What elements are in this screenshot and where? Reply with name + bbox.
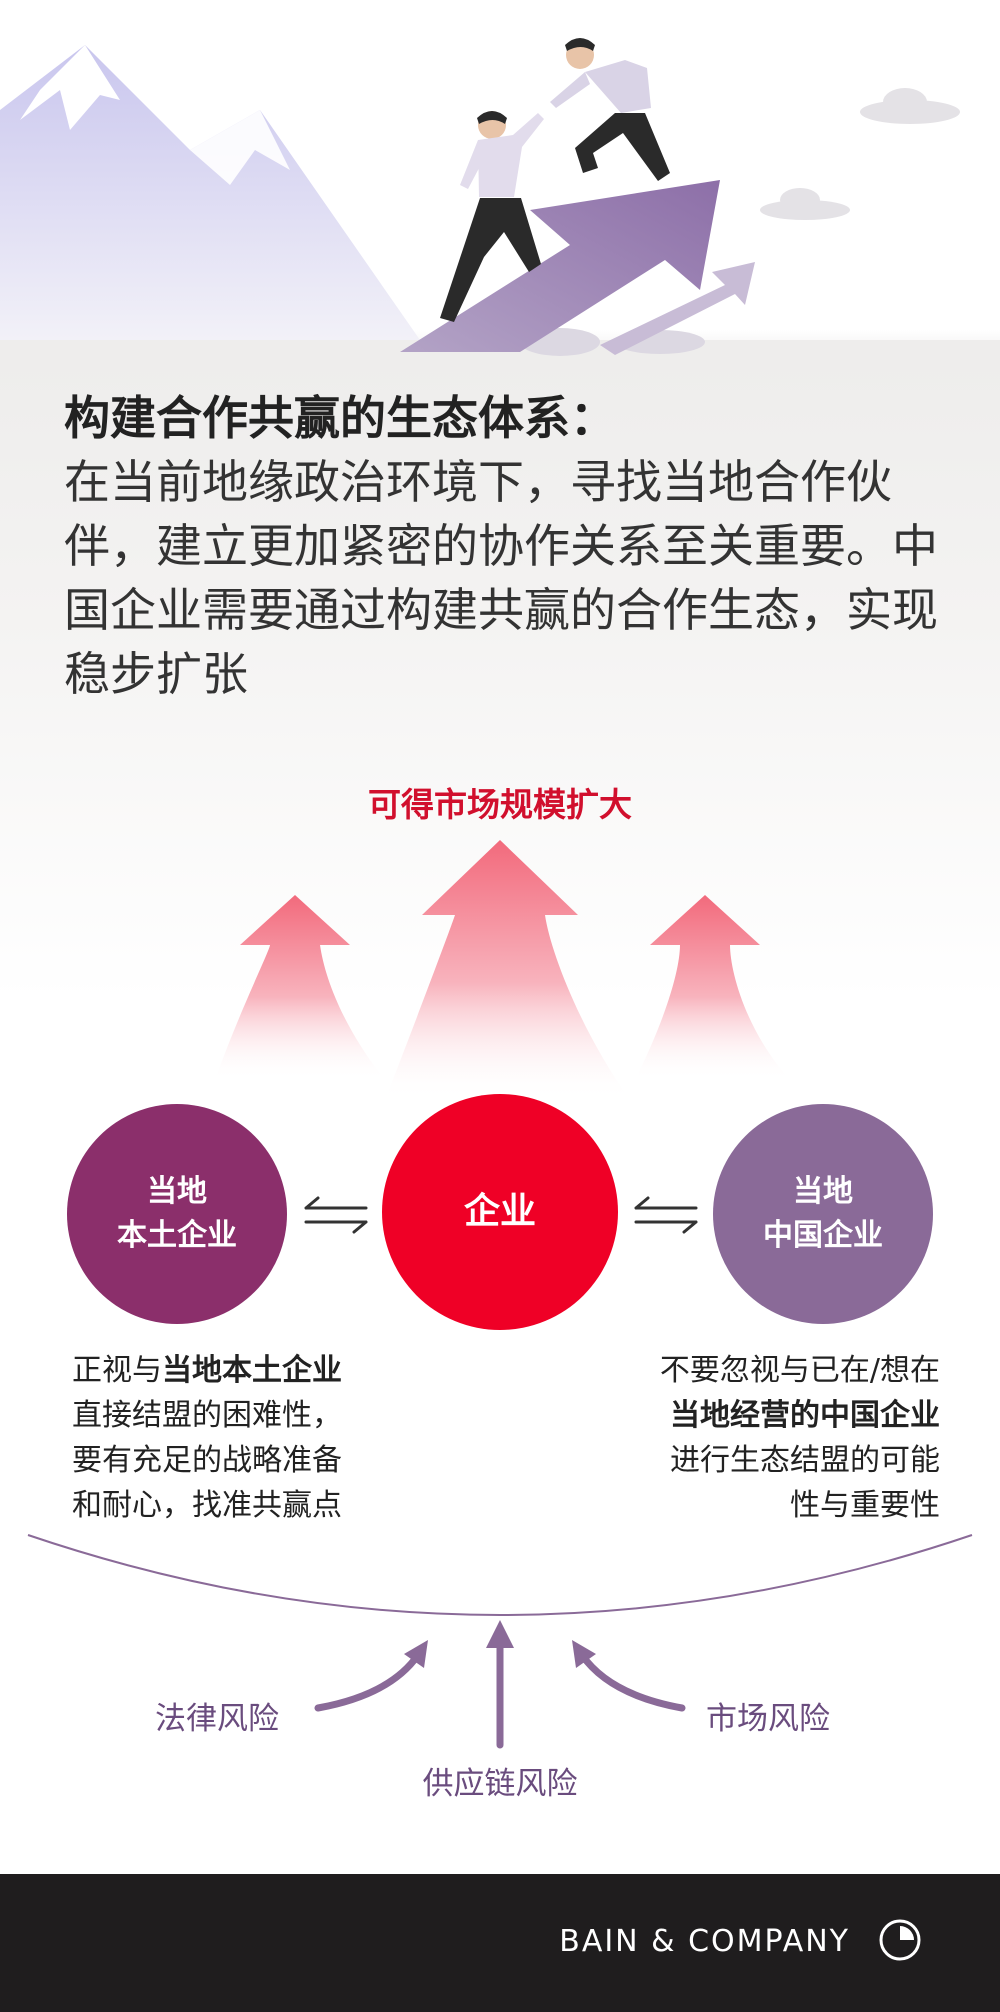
- local-native-description: 正视与当地本土企业直接结盟的困难性， 要有充足的战略准备和耐心，找准共赢点: [72, 1348, 432, 1528]
- local-chinese-company-circle: 当地 中国企业: [713, 1104, 933, 1324]
- desc-left-line2: 直接结盟的困难性，: [72, 1398, 342, 1433]
- circle-left-line1: 当地: [147, 1174, 207, 1209]
- desc-left-bold: 当地本土企业: [162, 1353, 342, 1388]
- legal-risk-label: 法律风险: [155, 1701, 279, 1737]
- brand-logo-icon: [879, 1919, 921, 1961]
- headline-title: 构建合作共赢的生态体系：: [64, 391, 616, 445]
- circle-right-line2: 中国企业: [763, 1218, 883, 1253]
- market-risk-arrow: [578, 1651, 686, 1712]
- desc-right-line4: 性与重要性: [790, 1488, 940, 1523]
- local-chinese-description: 不要忽视与已在/想在当地经营的中国企业进行生态结盟的可能性与重要性: [560, 1348, 940, 1528]
- exchange-arrows-icon-right: [634, 1196, 698, 1234]
- desc-right-line3: 进行生态结盟的可能: [670, 1443, 940, 1478]
- hero-illustration: [0, 38, 1000, 360]
- local-native-company-circle: 当地 本土企业: [67, 1104, 287, 1324]
- circle-left-line2: 本土企业: [117, 1218, 237, 1253]
- desc-left-line3: 要有充足的战略准备: [72, 1443, 342, 1478]
- growth-arrow-left: [215, 895, 385, 1080]
- market-size-label: 可得市场规模扩大: [368, 785, 632, 824]
- company-circle: 企业: [382, 1094, 618, 1330]
- mountain-illustration: [0, 45, 420, 340]
- desc-right-bold: 当地经营的中国企业: [670, 1398, 940, 1433]
- risk-arrows: [27, 1534, 973, 1749]
- legal-risk-arrow: [314, 1651, 422, 1712]
- exchange-arrows-icon-left: [304, 1196, 368, 1234]
- growth-arrows: [215, 840, 790, 1100]
- desc-right-line1: 不要忽视与已在/想在: [659, 1353, 940, 1388]
- circle-center-label: 企业: [463, 1191, 536, 1232]
- desc-left-pre: 正视与: [72, 1353, 162, 1388]
- growth-arrow-right: [635, 895, 790, 1080]
- brand-name: BAIN & COMPANY: [559, 1924, 850, 1959]
- small-arrow-illustration: [600, 262, 755, 355]
- footer: BAIN & COMPANY: [0, 1874, 1000, 2012]
- growth-arrow-center: [385, 840, 630, 1100]
- market-risk-label: 市场风险: [706, 1701, 830, 1737]
- support-arc: [27, 1534, 973, 1616]
- circle-right-line1: 当地: [793, 1174, 853, 1209]
- desc-left-line4: 和耐心，找准共赢点: [72, 1488, 342, 1523]
- headline-body: 在当前地缘政治环境下，寻找当地合作伙伴，建立更加紧密的协作关系至关重要。中国企业…: [64, 455, 938, 701]
- rising-arrow-illustration: [400, 180, 720, 352]
- climbers-illustration: [440, 38, 670, 322]
- headline: 构建合作共赢的生态体系： 在当前地缘政治环境下，寻找当地合作伙伴，建立更加紧密的协…: [64, 386, 964, 706]
- supply-chain-risk-label: 供应链风险: [422, 1766, 578, 1802]
